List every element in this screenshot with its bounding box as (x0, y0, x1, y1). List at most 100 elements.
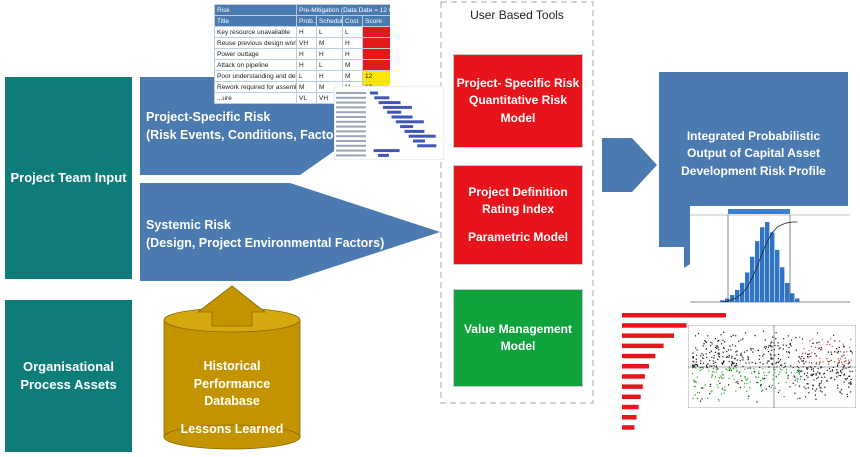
scatter-point (770, 386, 772, 388)
scatter-point (705, 340, 707, 342)
scatter-point (806, 368, 808, 370)
scatter-point (718, 400, 720, 402)
scatter-point (847, 359, 849, 361)
scatter-point (841, 363, 843, 365)
gantt-task-bar (400, 125, 414, 129)
scatter-point (763, 353, 765, 355)
scatter-point (808, 362, 810, 364)
scatter-point (728, 368, 730, 370)
scatter-point (749, 367, 751, 369)
scatter-point (720, 393, 723, 395)
scatter-point (804, 396, 807, 398)
histogram-cumulative-curve (722, 221, 798, 303)
scatter-point (850, 350, 852, 353)
scatter-point (702, 345, 704, 347)
scatter-point (694, 335, 697, 337)
scatter-point (778, 348, 780, 350)
scatter-point (803, 363, 805, 365)
scatter-point (820, 380, 823, 382)
scatter-point (820, 367, 822, 369)
scatter-point (747, 398, 749, 400)
quantitative-risk-model-box: Project- Specific Risk Quantitative Risk… (453, 54, 583, 148)
scatter-point (738, 340, 740, 342)
scatter-point (817, 348, 820, 350)
scatter-point (705, 348, 708, 350)
database-cylinder-body (164, 320, 300, 437)
scatter-point (737, 381, 739, 383)
scatter-point (705, 353, 707, 355)
scatter-point (850, 383, 852, 385)
scatter-point (785, 372, 787, 374)
scatter-point (754, 335, 756, 337)
scatter-point (851, 352, 853, 354)
scatter-point (693, 385, 695, 387)
scatter-point (800, 358, 802, 360)
scatter-point (735, 363, 737, 365)
scatter-point (692, 367, 694, 369)
scatter-point (811, 362, 813, 364)
scatter-point (717, 340, 719, 342)
scatter-point (837, 372, 839, 374)
scatter-point (848, 366, 850, 368)
scatter-point (723, 347, 725, 350)
risk-table-header-row1: Risk Pre-Mitigation (Data Date = 12 O... (214, 4, 390, 16)
tornado-bar (622, 323, 687, 328)
scatter-point (750, 347, 752, 350)
scatter-point (782, 348, 784, 350)
scatter-point (837, 387, 839, 389)
scatter-point (834, 340, 836, 342)
histogram-bar (790, 293, 795, 302)
gantt-task-bar (373, 149, 400, 153)
scatter-point (711, 356, 713, 358)
scatter-point (841, 372, 843, 374)
scatter-point (720, 343, 723, 345)
scatter-point (754, 371, 756, 373)
gantt-task-bar (395, 120, 424, 124)
scatter-point (731, 375, 734, 377)
scatter-point (765, 388, 767, 390)
scatter-point (712, 360, 714, 362)
database-line1: Historical (203, 359, 261, 373)
scatter-point (775, 338, 777, 340)
scatter-point (760, 380, 762, 382)
scatter-point (790, 365, 792, 367)
tornado-bar (622, 333, 674, 338)
gantt-task-bar (408, 134, 436, 138)
risk-table-col-schedule: Schedule (316, 15, 343, 27)
risk-table-cell-schedule: H (316, 70, 343, 82)
scatter-point (695, 386, 697, 388)
risk-table-cell-score (361, 48, 390, 60)
scatter-point (793, 375, 795, 377)
scatter-point (803, 357, 805, 360)
scatter-point (836, 348, 838, 350)
scatter-point (727, 349, 729, 351)
gantt-task-label (336, 140, 366, 142)
scatter-point (818, 383, 821, 385)
scatter-point (758, 373, 760, 375)
scatter-point (820, 382, 822, 384)
scatter-point (724, 389, 726, 391)
scatter-point (762, 355, 764, 357)
scatter-point (808, 353, 810, 355)
scatter-point (762, 363, 764, 365)
gantt-task-label (336, 135, 366, 138)
scatter-point (803, 386, 805, 388)
scatter-point (845, 379, 847, 381)
scatter-point (833, 334, 835, 336)
risk-table-cell-score (361, 59, 390, 71)
scatter-point (721, 371, 723, 373)
scatter-point (820, 366, 822, 368)
scatter-point (736, 354, 738, 356)
risk-table-cell-cost: M (342, 70, 363, 82)
scatter-point (707, 397, 709, 399)
scatter-point (818, 347, 820, 349)
scatter-point (714, 376, 717, 378)
scatter-point (774, 371, 776, 374)
scatter-point (695, 381, 697, 383)
scatter-point (840, 375, 842, 377)
scatter-point (692, 379, 694, 381)
scatter-point (764, 377, 766, 380)
scatter-point (695, 347, 697, 349)
